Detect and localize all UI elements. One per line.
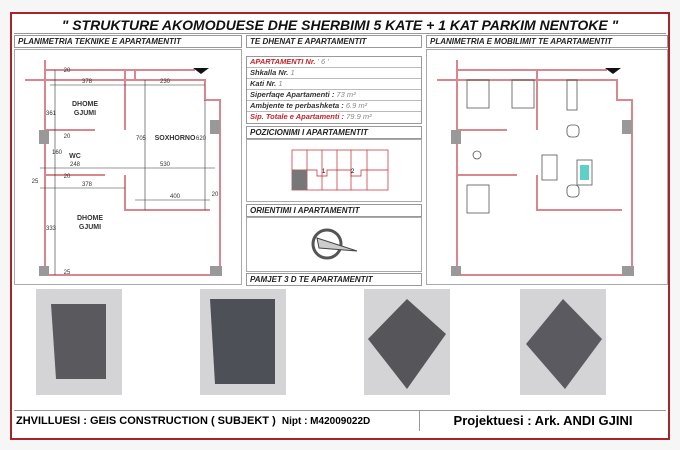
unit-1-label: 1 (322, 169, 326, 175)
room-label: GJUMI (79, 224, 101, 231)
sheet-title: " STRUKTURE AKOMODUESE DHE SHERBIMI 5 KA… (14, 16, 666, 34)
unit-2-label: 2 (351, 169, 355, 175)
room-label: DHOME (77, 215, 103, 222)
dimension: 400 (170, 194, 181, 200)
dimension: 378 (82, 79, 93, 85)
dimension: 160 (52, 150, 63, 156)
apartment-area: Siperfaqe Apartamenti : 73 m² (247, 90, 421, 101)
dimension: 20 (64, 134, 71, 140)
3d-view-2 (200, 289, 286, 395)
dimension: 230 (160, 79, 171, 85)
header-orientation: ORIENTIMI I APARTAMENTIT (246, 204, 422, 217)
developer: ZHVILLUESI : GEIS CONSTRUCTION ( SUBJEKT… (16, 415, 276, 427)
technical-plan-panel: DHOME GJUMI WC SOXHORNO DHOME GJUMI 378 … (14, 49, 242, 285)
dimension: 25 (32, 179, 39, 185)
room-label: DHOME (72, 101, 98, 108)
total-area: Sip. Totale e Apartamenti : 79.9 m² (250, 112, 372, 121)
dimension: 20 (64, 68, 71, 74)
building-position-diagram: 1 2 (291, 149, 389, 191)
header-data: TE DHENAT E APARTAMENTIT (246, 35, 422, 48)
furniture-floor-plan (437, 60, 634, 276)
dimension: 361 (46, 111, 57, 117)
header-position: POZICIONIMI I APARTAMENTIT (246, 126, 422, 139)
orientation-panel (246, 217, 422, 272)
header-technical-plan: PLANIMETRIA TEKNIKE E APARTAMENTIT (14, 35, 242, 48)
dimension: 530 (160, 162, 171, 168)
dimension: 333 (46, 226, 57, 232)
compass-icon (311, 228, 358, 260)
floor-number: Kati Nr. 1 (247, 79, 421, 90)
3d-view-1 (36, 289, 122, 395)
common-area: Ambjente te perbashketa : 6.9 m² (247, 101, 421, 112)
footer: ZHVILLUESI : GEIS CONSTRUCTION ( SUBJEKT… (14, 410, 666, 431)
header-furniture-plan: PLANIMETRIA E MOBILIMIT TE APARTAMENTIT (426, 35, 668, 48)
3d-view-4 (520, 289, 606, 395)
dimension: 20 (64, 174, 71, 180)
stair-number: Shkalla Nr. 1 (247, 68, 421, 79)
header-3d-views: PAMJET 3 D TE APARTAMENTIT (246, 273, 422, 286)
nipt: Nipt : M42009022D (281, 416, 371, 427)
room-label: GJUMI (74, 110, 96, 117)
dimension: 248 (70, 162, 81, 168)
apartment-number: APARTAMENTI Nr. ' 6 ' (247, 57, 421, 68)
designer: Projektuesi : Ark. ANDI GJINI (453, 413, 633, 428)
dimension: 25 (64, 270, 71, 276)
dimension: 620 (196, 136, 207, 142)
apartment-data-table: APARTAMENTI Nr. ' 6 ' Shkalla Nr. 1 Kati… (246, 56, 422, 124)
dimension: 378 (82, 182, 93, 188)
technical-floor-plan: DHOME GJUMI WC SOXHORNO DHOME GJUMI 378 … (25, 60, 222, 276)
3d-view-3 (364, 289, 450, 395)
dimension: 705 (136, 136, 147, 142)
dimension: 20 (212, 192, 219, 198)
furniture-plan-panel (426, 49, 668, 285)
room-label: SOXHORNO (155, 135, 196, 142)
sheet-frame: " STRUKTURE AKOMODUESE DHE SHERBIMI 5 KA… (10, 12, 670, 440)
room-label: WC (69, 153, 81, 160)
position-panel: 1 2 (246, 139, 422, 202)
